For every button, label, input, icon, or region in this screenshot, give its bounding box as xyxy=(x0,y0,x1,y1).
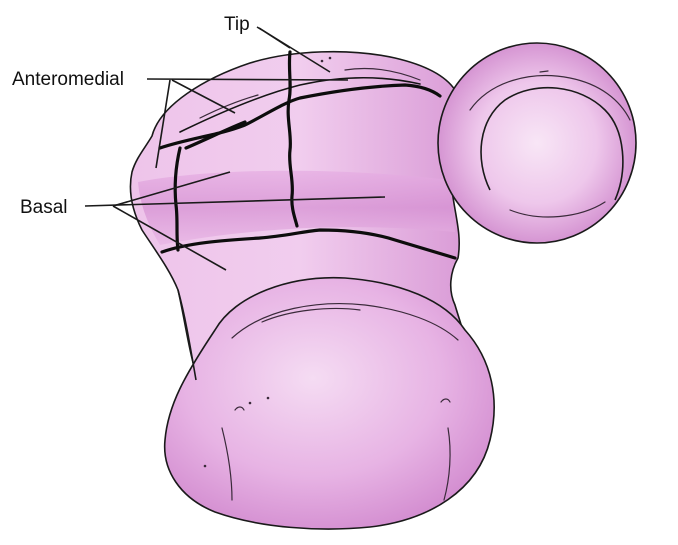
label-basal: Basal xyxy=(20,197,68,218)
condyle-dot-2 xyxy=(267,397,270,400)
radial-head xyxy=(438,43,636,243)
tip-mark-2 xyxy=(329,57,332,60)
leader-anteromedial-main xyxy=(147,79,348,80)
tip-mark-1 xyxy=(321,60,324,63)
label-anteromedial: Anteromedial xyxy=(12,69,124,90)
condyle-dot-3 xyxy=(204,465,207,468)
condyle-dot-1 xyxy=(249,402,252,405)
label-tip: Tip xyxy=(224,14,250,35)
